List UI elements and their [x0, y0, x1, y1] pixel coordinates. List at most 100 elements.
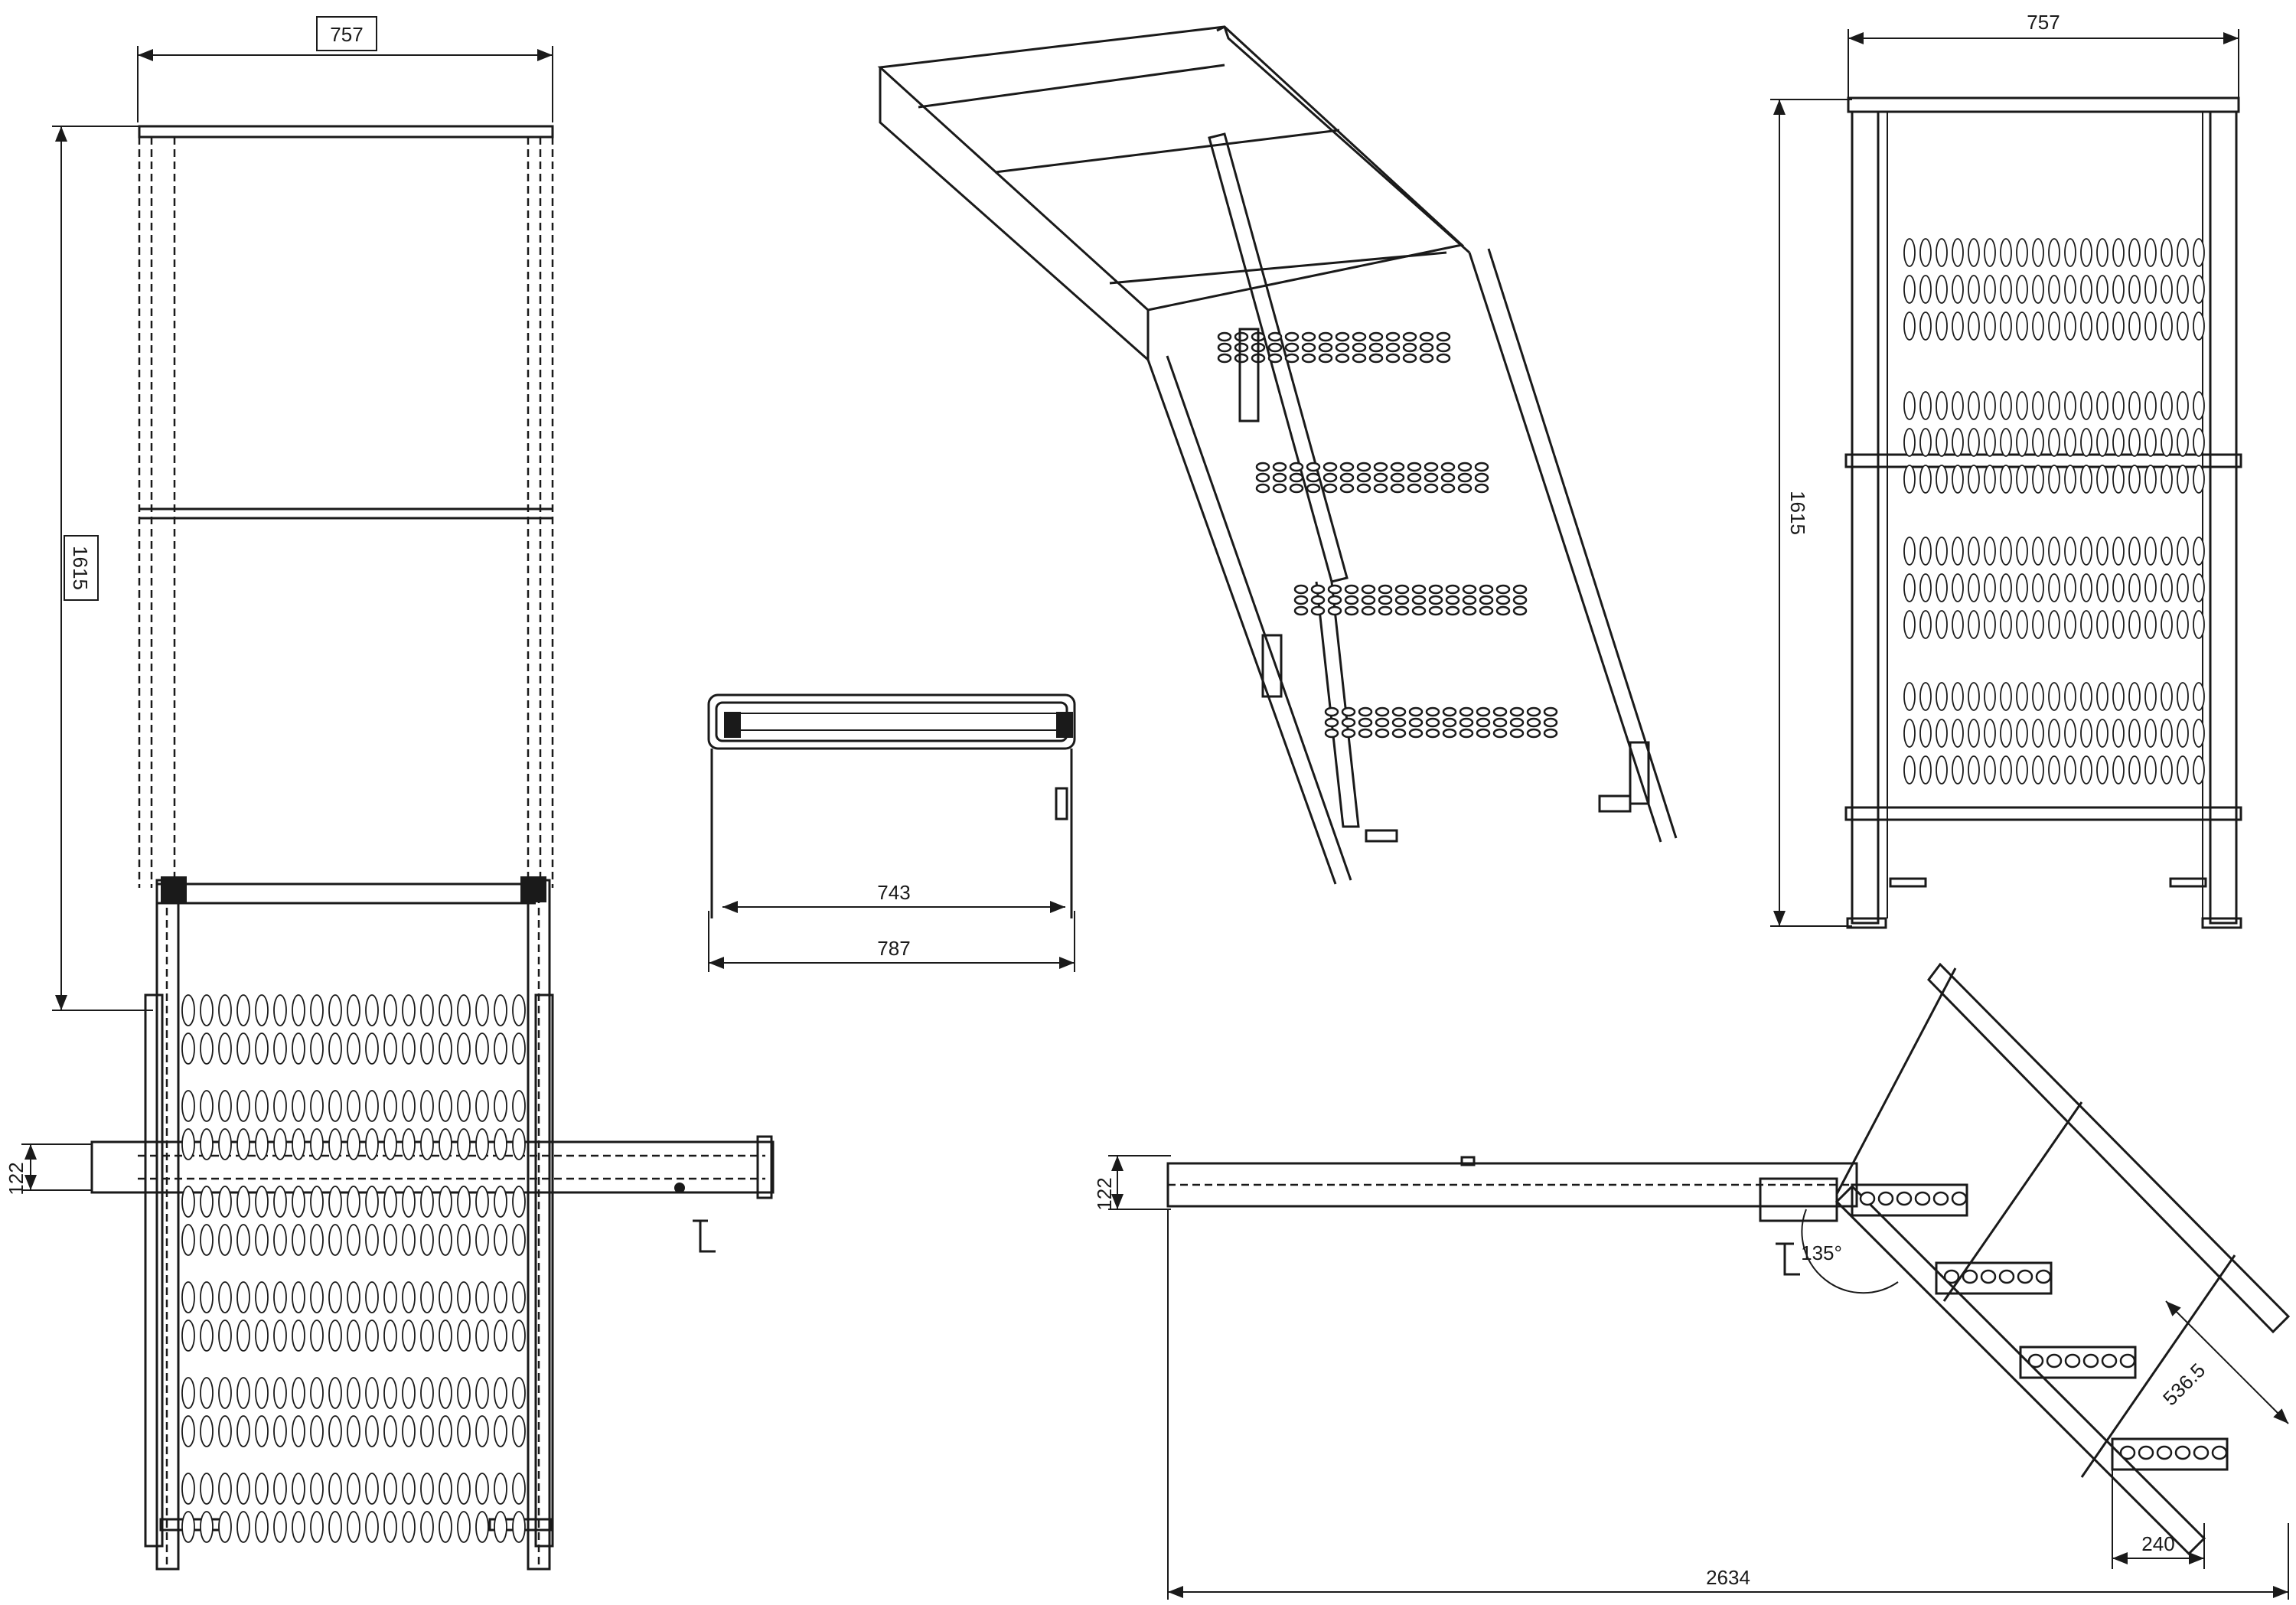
- grating-hole: [1919, 391, 1932, 420]
- grating-hole: [1936, 682, 1948, 711]
- grating-hole: [1289, 483, 1304, 494]
- grating-hole: [402, 1377, 416, 1409]
- grating-hole: [1375, 717, 1390, 728]
- grating-hole: [2128, 428, 2141, 457]
- grating-hole: [2144, 275, 2157, 304]
- grating-hole: [1411, 584, 1427, 595]
- grating-hole: [347, 1128, 360, 1160]
- grating-hole: [2064, 275, 2076, 304]
- grating-hole: [1335, 353, 1350, 364]
- grating-hole: [2048, 573, 2060, 602]
- side-width-dimension: 757: [1848, 11, 2239, 99]
- grating-hole: [1375, 728, 1390, 739]
- grating-hole: [1339, 462, 1355, 472]
- front-clamp-label: 122: [5, 1162, 28, 1195]
- grating-hole: [1301, 353, 1316, 364]
- grating-hole: [494, 1281, 507, 1313]
- grating-hole: [218, 1320, 232, 1352]
- grating-hole: [1322, 462, 1338, 472]
- grating-hole: [1217, 342, 1232, 353]
- grating-hole: [402, 1281, 416, 1313]
- front-width-dimension: 757: [137, 16, 553, 122]
- grating-hole: [1495, 605, 1511, 616]
- grating-hole: [1919, 719, 1932, 748]
- grating-hole: [1509, 717, 1525, 728]
- grating-hole: [2016, 465, 2028, 494]
- grating-hole: [2193, 610, 2205, 639]
- grating-hole: [2048, 755, 2060, 785]
- grating-hole: [1903, 465, 1916, 494]
- grating-hole: [1903, 428, 1916, 457]
- grating-hole: [1217, 331, 1232, 342]
- grating-hole: [328, 1186, 342, 1218]
- grating-hole: [2112, 428, 2125, 457]
- grating-hole: [457, 1186, 471, 1218]
- grating-hole: [365, 994, 379, 1026]
- grating-hole: [439, 1032, 452, 1065]
- grating-hole: [1877, 1191, 1894, 1206]
- grating-hole: [1408, 706, 1424, 717]
- grating-hole: [310, 1473, 324, 1505]
- grating-hole: [365, 1186, 379, 1218]
- grating-hole: [494, 1186, 507, 1218]
- grating-hole: [1310, 584, 1326, 595]
- grating-hole: [2064, 465, 2076, 494]
- side-grating: [1903, 238, 2205, 785]
- grating-hole: [1306, 483, 1321, 494]
- grating-hole: [1919, 682, 1932, 711]
- grating-hole: [1952, 537, 1964, 566]
- grating-hole: [2064, 719, 2076, 748]
- grating-hole: [1327, 595, 1342, 605]
- grating-hole: [2177, 537, 2189, 566]
- grating-hole: [2177, 391, 2189, 420]
- grating-hole: [1289, 462, 1304, 472]
- grating-hole: [2064, 1353, 2081, 1368]
- grating-hole: [457, 1320, 471, 1352]
- grating-hole: [2161, 719, 2173, 748]
- grating-hole: [1936, 391, 1948, 420]
- grating-hole: [439, 1415, 452, 1447]
- grating-hole: [1368, 331, 1384, 342]
- grating-hole: [457, 1281, 471, 1313]
- grating-hole: [1903, 275, 1916, 304]
- grating-hole: [383, 1415, 397, 1447]
- grating-hole: [2112, 573, 2125, 602]
- grating-hole: [1952, 755, 1964, 785]
- grating-hole: [2096, 755, 2108, 785]
- grating-hole: [2080, 275, 2092, 304]
- grating-hole: [1919, 755, 1932, 785]
- grating-hole: [200, 1320, 214, 1352]
- grating-hole: [1968, 238, 1980, 267]
- grating-hole: [2096, 573, 2108, 602]
- grating-hole: [1474, 472, 1489, 483]
- grating-hole: [1495, 584, 1511, 595]
- front-view: 757 1615: [5, 16, 775, 1571]
- grating-hole: [310, 1415, 324, 1447]
- grating-hole: [1394, 595, 1410, 605]
- grating-hole: [2193, 682, 2205, 711]
- grating-hole: [236, 1511, 250, 1543]
- grating-hole: [2112, 537, 2125, 566]
- grating-hole: [2035, 1269, 2052, 1284]
- grating-hole: [200, 1377, 214, 1409]
- grating-hole: [2064, 312, 2076, 341]
- grating-hole: [1352, 353, 1367, 364]
- grating-hole: [1408, 717, 1424, 728]
- grating-hole: [310, 1320, 324, 1352]
- grating-hole: [181, 1090, 195, 1122]
- grating-hole: [402, 1186, 416, 1218]
- grating-hole: [1356, 483, 1371, 494]
- grating-hole: [1968, 312, 1980, 341]
- grating-hole: [1512, 595, 1528, 605]
- grating-hole: [1267, 331, 1283, 342]
- side-width-label: 757: [2027, 11, 2060, 34]
- grating-hole: [292, 1473, 305, 1505]
- grating-hole: [2096, 428, 2108, 457]
- grating-hole: [2177, 682, 2189, 711]
- grating-hole: [1255, 462, 1270, 472]
- grating-hole: [181, 1415, 195, 1447]
- grating-hole: [273, 1032, 287, 1065]
- grating-hole: [2177, 428, 2189, 457]
- grating-hole: [475, 1224, 489, 1256]
- grating-hole: [2016, 391, 2028, 420]
